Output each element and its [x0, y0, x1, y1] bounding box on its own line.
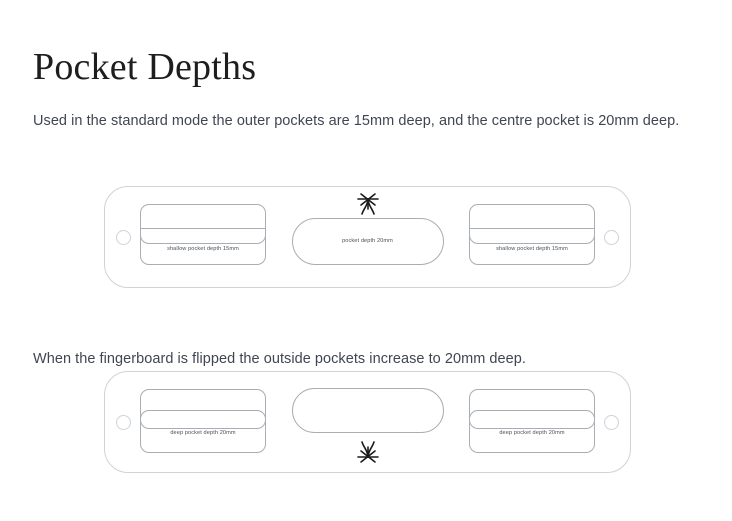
left-pocket-lower-outline: deep pocket depth 20mm — [140, 410, 266, 453]
left-pocket-upper-outline — [140, 204, 266, 244]
paragraph-standard-mode: Used in the standard mode the outer pock… — [33, 112, 680, 129]
left-pocket-lower-outline: shallow pocket depth 15mm — [140, 228, 266, 265]
orientation-marker-down-icon — [354, 438, 382, 464]
orientation-marker-up-icon — [354, 192, 382, 218]
screw-hole-icon — [116, 230, 131, 245]
screw-hole-icon — [116, 415, 131, 430]
right-pocket-upper-outline — [469, 204, 595, 244]
diagram-flipped-mode: deep pocket depth 20mm deep pocket depth… — [104, 371, 631, 473]
right-pocket-group: shallow pocket depth 15mm — [469, 187, 595, 289]
centre-pocket-outline: pocket depth 20mm — [291, 218, 444, 265]
diagram-standard-mode: shallow pocket depth 15mm pocket depth 2… — [104, 186, 631, 288]
right-pocket-label: shallow pocket depth 15mm — [496, 246, 568, 252]
left-pocket-label: shallow pocket depth 15mm — [167, 246, 239, 252]
left-pocket-group: shallow pocket depth 15mm — [140, 187, 266, 289]
right-pocket-upper-outline — [469, 389, 595, 429]
centre-pocket-outline — [291, 388, 444, 433]
screw-hole-icon — [604, 230, 619, 245]
left-pocket-group: deep pocket depth 20mm — [140, 372, 266, 474]
page-title: Pocket Depths — [33, 46, 257, 89]
left-pocket-upper-outline — [140, 389, 266, 429]
screw-hole-icon — [604, 415, 619, 430]
left-pocket-label: deep pocket depth 20mm — [170, 430, 236, 436]
right-pocket-label: deep pocket depth 20mm — [499, 430, 565, 436]
centre-pocket-label: pocket depth 20mm — [342, 238, 393, 244]
right-pocket-lower-outline: shallow pocket depth 15mm — [469, 228, 595, 265]
right-pocket-lower-outline: deep pocket depth 20mm — [469, 410, 595, 453]
right-pocket-group: deep pocket depth 20mm — [469, 372, 595, 474]
paragraph-flipped-mode: When the fingerboard is flipped the outs… — [33, 350, 526, 367]
